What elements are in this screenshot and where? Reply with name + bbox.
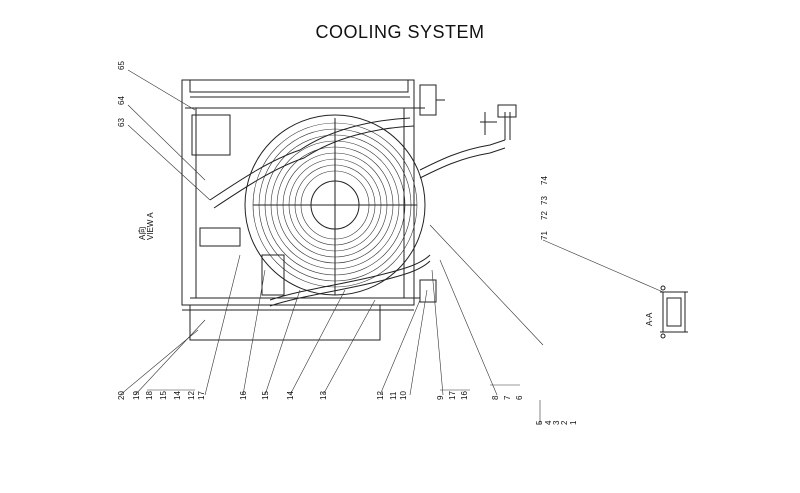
callout-bottom-3: 15: [159, 391, 168, 400]
callout-bottom-15: 17: [448, 391, 457, 400]
callout-right-2: 72: [540, 211, 549, 220]
callout-bottom-8: 15: [261, 391, 270, 400]
callout-right-0: 74: [540, 176, 549, 185]
view-label: VIEW A: [146, 212, 155, 240]
callout-bottom-12: 11: [389, 391, 398, 400]
callout-top-1: 64: [117, 96, 126, 105]
coolant-pipes: [191, 104, 517, 307]
callout-bottom-16: 16: [460, 391, 469, 400]
section-detail: [660, 285, 688, 339]
callout-right-3: 71: [540, 231, 549, 240]
callout-bottom-5: 12: [187, 391, 196, 400]
callout-bottom-4: 14: [173, 391, 182, 400]
callout-bottom-20: 5: [535, 420, 544, 425]
radiator-frame: [181, 79, 425, 341]
callout-bottom-23: 2: [560, 420, 569, 425]
callout-bottom-18: 7: [503, 395, 512, 400]
callout-bottom-19: 6: [515, 395, 524, 400]
callout-bottom-6: 17: [197, 391, 206, 400]
callout-bottom-21: 4: [544, 420, 553, 425]
leader-lines: [119, 69, 664, 425]
callout-bottom-2: 18: [145, 391, 154, 400]
callout-bottom-0: 20: [117, 391, 126, 400]
callout-top-0: 65: [117, 61, 126, 70]
callout-bottom-14: 9: [436, 395, 445, 400]
callout-bottom-13: 10: [399, 391, 408, 400]
bracket-fittings: [419, 84, 497, 303]
callout-bottom-1: 19: [132, 391, 141, 400]
callout-bottom-17: 8: [491, 395, 500, 400]
view-label-top: A向: [137, 227, 147, 240]
callout-bottom-22: 3: [552, 420, 561, 425]
callout-bottom-24: 1: [569, 420, 578, 425]
callout-bottom-11: 12: [376, 391, 385, 400]
callout-top-2: 63: [117, 118, 126, 127]
callout-bottom-10: 13: [319, 391, 328, 400]
callout-bottom-9: 14: [286, 391, 295, 400]
callout-right-1: 73: [540, 196, 549, 205]
fan-assembly: [244, 114, 426, 296]
callout-bottom-7: 16: [239, 391, 248, 400]
diagram-title: COOLING SYSTEM: [315, 22, 485, 42]
section-label: A-A: [645, 312, 654, 326]
